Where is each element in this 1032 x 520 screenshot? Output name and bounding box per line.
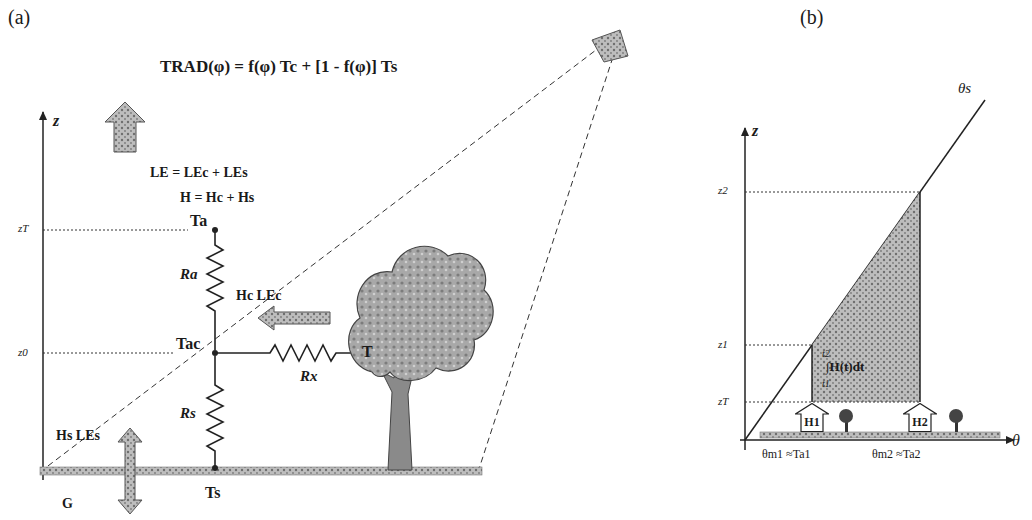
diagram-label: H = Hc + Hs [180, 190, 254, 205]
diagram-label: z [752, 122, 758, 140]
diagram-label: Ta [190, 212, 207, 230]
diagram-label: z1 [718, 338, 728, 350]
diagram-label: θm1 ≈Ta1 [762, 448, 811, 461]
diagram-label: G [62, 496, 73, 511]
diagram-label: z0 [18, 346, 28, 358]
diagram-label: Tac [176, 335, 200, 353]
flux-label: H2 [903, 416, 937, 429]
diagram-label: z [53, 112, 59, 130]
diagram-label: t2 [822, 348, 830, 359]
diagram-label: ∫H(t)dt [826, 360, 864, 374]
diagram-label: TRAD(φ) = f(φ) Tc + [1 - f(φ)] Ts [160, 58, 397, 77]
diagram-label: Rs [180, 405, 196, 422]
diagram-label: Hs LEs [56, 428, 100, 443]
diagram-label: θm2 ≈Ta2 [872, 448, 921, 461]
diagram-label: LE = LEc + LEs [150, 165, 248, 180]
diagram-label: (b) [800, 6, 823, 28]
diagram-label: zT [18, 222, 28, 234]
diagram-label: (a) [8, 6, 30, 28]
diagram-label: T [362, 343, 373, 361]
diagram-label: θ [1012, 432, 1020, 450]
diagram-label: Ra [180, 266, 198, 283]
diagram-label: Ts [205, 484, 220, 502]
diagram-label: Rx [300, 368, 318, 385]
diagram-label: z2 [718, 184, 728, 196]
flux-arrow: H1 [795, 403, 829, 432]
diagram-label: t1 [822, 378, 830, 389]
flux-arrow: H2 [903, 403, 937, 432]
diagram-label: θs [958, 80, 971, 97]
diagram-label: zT [718, 395, 728, 407]
flux-label: H1 [795, 416, 829, 429]
diagram-label: Hc LEc [236, 288, 282, 303]
